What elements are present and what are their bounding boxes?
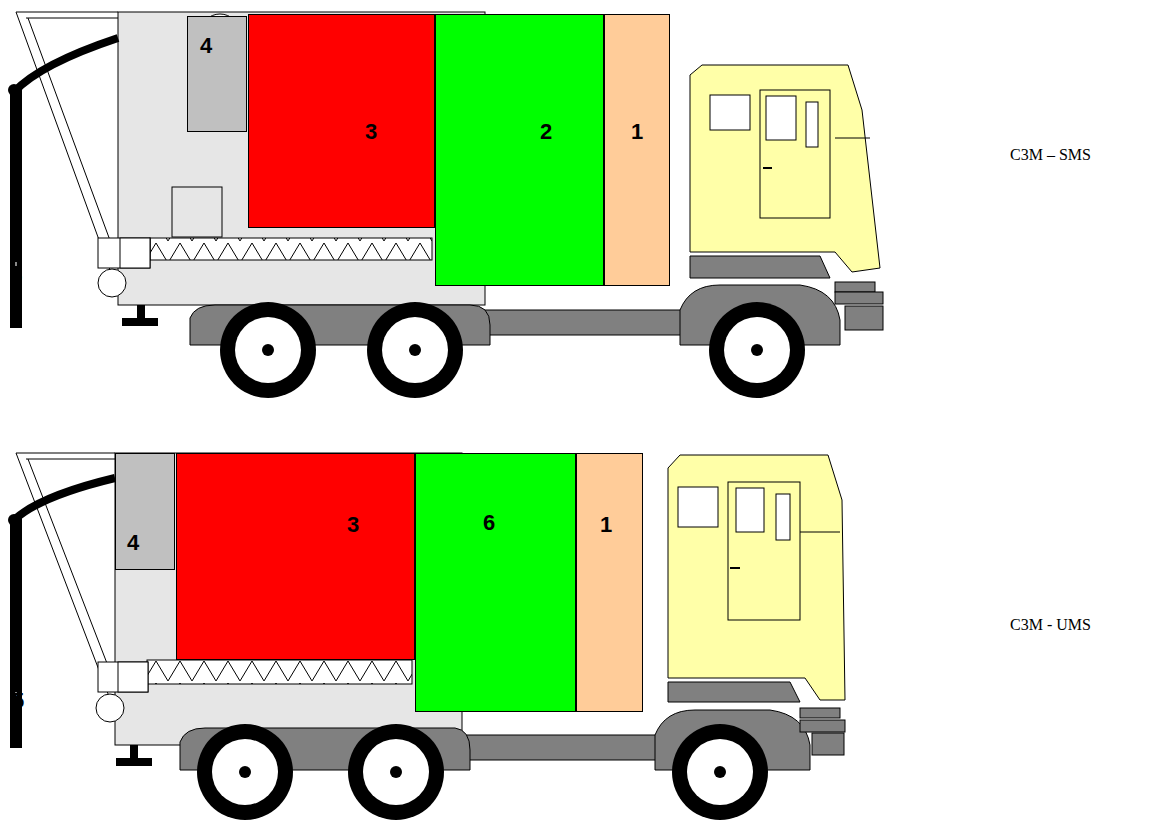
vehicle-name: C3M – SMS bbox=[1010, 147, 1091, 163]
module-number: 1 bbox=[600, 514, 612, 536]
truck-ums bbox=[668, 682, 800, 702]
truck-sms bbox=[172, 187, 222, 237]
truck-ums bbox=[118, 662, 148, 692]
wheel bbox=[197, 724, 293, 820]
truck-ums bbox=[98, 662, 148, 692]
module-number: 3 bbox=[365, 121, 377, 143]
truck-sms bbox=[766, 96, 796, 140]
truck-sms bbox=[98, 269, 126, 297]
truck-sms bbox=[835, 292, 883, 304]
module-box: 1 bbox=[604, 14, 670, 286]
truck-ums bbox=[776, 494, 790, 540]
wheel bbox=[709, 302, 805, 398]
truck-ums bbox=[800, 532, 840, 533]
wheel bbox=[714, 766, 726, 778]
module-box: 1 bbox=[576, 453, 643, 712]
truck-sms bbox=[122, 318, 158, 326]
truck-sms bbox=[8, 12, 883, 398]
truck-ums bbox=[16, 453, 115, 454]
truck-sms bbox=[8, 84, 20, 96]
truck-sms bbox=[118, 12, 485, 305]
truck-sms bbox=[98, 238, 150, 268]
truck-ums bbox=[812, 733, 844, 755]
truck-ums bbox=[14, 478, 115, 520]
truck-ums bbox=[800, 708, 840, 718]
truck-sms bbox=[10, 86, 22, 328]
wheel bbox=[367, 302, 463, 398]
module-number: 1 bbox=[631, 121, 643, 143]
truck-sms bbox=[835, 282, 875, 292]
wheel bbox=[751, 344, 763, 356]
wheel bbox=[262, 344, 274, 356]
wheel bbox=[363, 739, 429, 805]
truck-sms bbox=[16, 12, 118, 13]
wheel bbox=[220, 302, 316, 398]
truck-ums bbox=[115, 453, 462, 745]
truck-ums bbox=[736, 488, 764, 532]
wheel bbox=[724, 317, 790, 383]
callout-number: 5 bbox=[12, 690, 24, 712]
wheel bbox=[687, 739, 753, 805]
wheel bbox=[239, 766, 251, 778]
wheel bbox=[382, 317, 448, 383]
truck-ums bbox=[26, 459, 115, 460]
module-number: 3 bbox=[347, 514, 359, 536]
wheel bbox=[212, 739, 278, 805]
truck-sms bbox=[710, 95, 750, 130]
module-number: 4 bbox=[200, 35, 212, 57]
truck-ums bbox=[8, 514, 20, 526]
wheel bbox=[348, 724, 444, 820]
truck-ums bbox=[96, 694, 124, 722]
wheel bbox=[197, 724, 768, 820]
callout-number: 5 bbox=[10, 265, 22, 287]
wheel bbox=[390, 766, 402, 778]
truck-ums bbox=[10, 516, 22, 748]
truck-sms bbox=[690, 256, 830, 278]
wheel bbox=[235, 317, 301, 383]
truck-ums bbox=[668, 455, 845, 700]
module-number: 4 bbox=[127, 532, 139, 554]
truck-sms bbox=[690, 65, 880, 272]
truck-sms bbox=[150, 238, 432, 260]
module-box: 3 bbox=[248, 14, 435, 228]
truck-ums bbox=[730, 567, 740, 569]
truck-sms bbox=[760, 90, 830, 218]
module-number: 6 bbox=[483, 512, 495, 534]
truck-sms bbox=[26, 18, 118, 19]
truck-ums bbox=[678, 487, 718, 527]
truck-sms bbox=[806, 102, 818, 147]
truck-sms bbox=[120, 238, 150, 268]
wheel bbox=[672, 724, 768, 820]
equipment-box: 4 bbox=[115, 453, 175, 570]
module-number: 2 bbox=[540, 121, 552, 143]
vehicle-name: C3M - UMS bbox=[1010, 617, 1091, 633]
truck-sms bbox=[845, 306, 883, 330]
wheel bbox=[409, 344, 421, 356]
module-box: 6 bbox=[415, 453, 576, 712]
module-box: 3 bbox=[176, 453, 415, 660]
truck-sms bbox=[763, 167, 772, 169]
truck-sms bbox=[835, 138, 870, 139]
truck-ums bbox=[116, 758, 152, 766]
module-box: 2 bbox=[435, 14, 604, 286]
truck-ums bbox=[728, 482, 800, 620]
truck-ums bbox=[800, 720, 845, 732]
truck-ums bbox=[8, 453, 845, 820]
truck-ums bbox=[147, 660, 412, 684]
equipment-box: 4 bbox=[187, 16, 247, 132]
truck-sms bbox=[14, 38, 118, 92]
wheel bbox=[220, 302, 805, 398]
truck-ums bbox=[462, 735, 672, 760]
